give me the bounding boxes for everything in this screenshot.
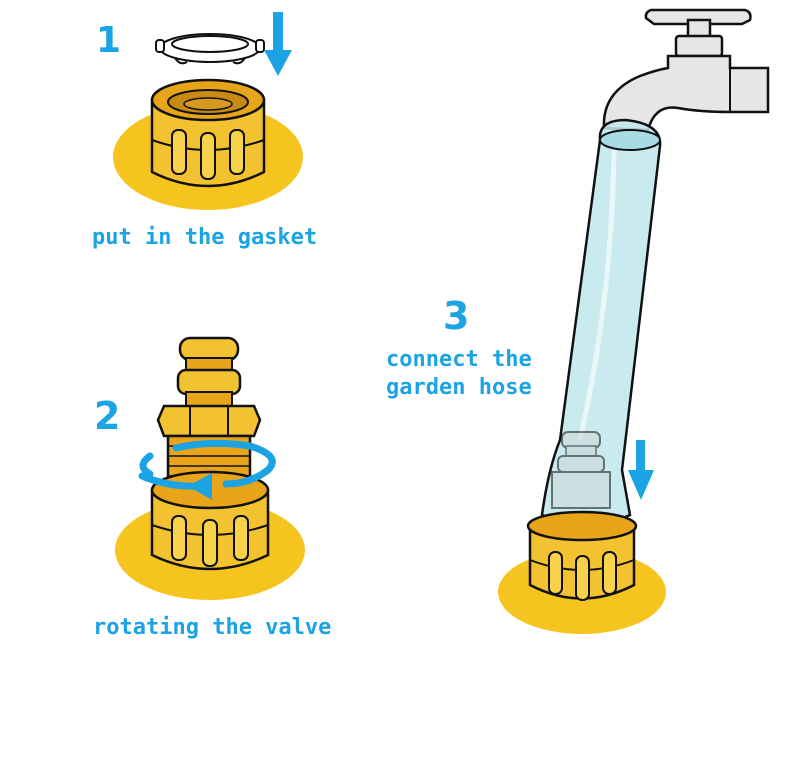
step-2-number: 2 — [94, 394, 121, 438]
step-2-caption: rotating the valve — [93, 615, 332, 640]
step-3-graphic — [498, 8, 770, 634]
faucet — [602, 8, 770, 132]
step-1-number: 1 — [96, 20, 122, 61]
step-2-graphic — [115, 336, 305, 600]
female-connector-nut — [150, 78, 266, 188]
valve-assembly — [150, 336, 270, 571]
down-arrow-icon — [628, 440, 654, 500]
gasket — [155, 33, 265, 65]
step-1-caption: put in the gasket — [92, 225, 318, 250]
female-connector-nut — [526, 510, 638, 601]
garden-hose — [540, 118, 662, 527]
step-3-caption: connect the garden hose — [386, 347, 532, 400]
down-arrow-icon — [264, 12, 292, 76]
hose-quick-connector — [551, 431, 611, 509]
rotation-arrow-icon — [138, 439, 276, 500]
step-3-number: 3 — [443, 294, 470, 338]
step-1-graphic — [113, 12, 303, 210]
